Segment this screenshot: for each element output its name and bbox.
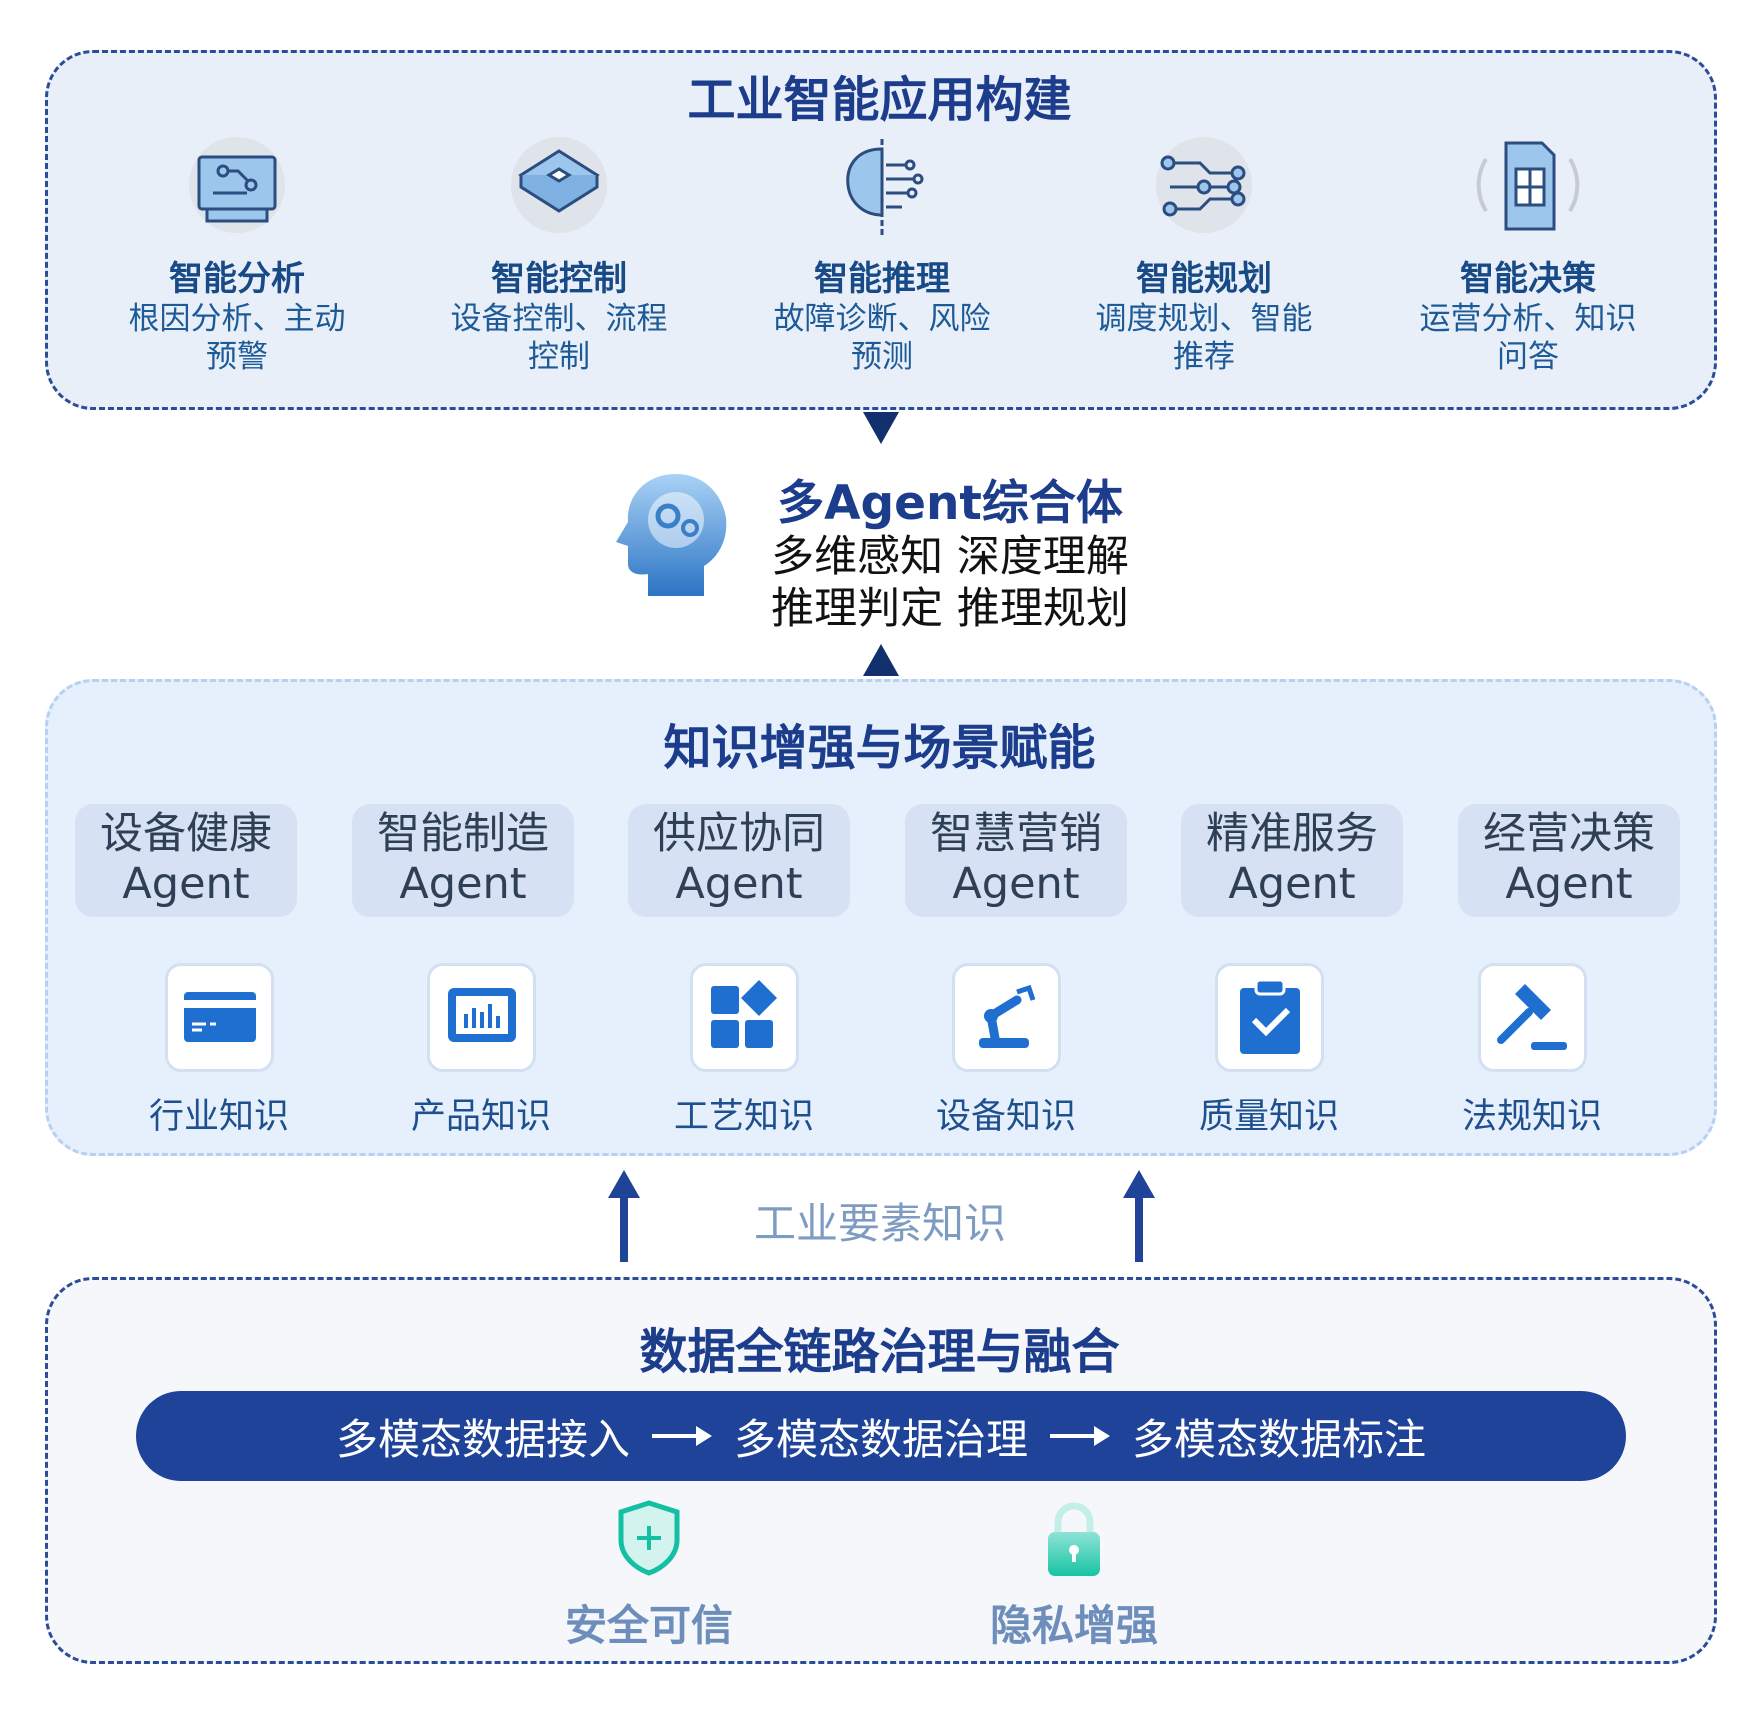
app-desc: 根因分析、主动	[128, 301, 346, 337]
data-governance-title: 数据全链路治理与融合	[639, 1324, 1120, 1380]
app-title: 智能决策	[1460, 259, 1596, 299]
app-item-reasoning: 智能推理故障诊断、风险预测	[742, 258, 1022, 376]
app-item-decision: 智能决策运营分析、知识问答	[1388, 258, 1668, 376]
data-pipeline-bar: 多模态数据接入 多模态数据治理 多模态数据标注	[136, 1391, 1626, 1481]
agent-name: 智慧营销	[930, 809, 1102, 859]
chart-icon	[427, 963, 536, 1072]
agent-name: 供应协同	[653, 809, 825, 859]
arrow-down-icon	[863, 412, 899, 444]
industrial-knowledge-label: 工业要素知识	[753, 1199, 1006, 1248]
app-desc: 问答	[1497, 339, 1559, 375]
agent-name: 设备健康	[100, 809, 272, 859]
app-desc: 调度规划、智能	[1095, 301, 1313, 337]
chip-icon	[511, 137, 607, 233]
agent-suffix: Agent	[675, 859, 803, 909]
robot-arm-icon	[952, 963, 1061, 1072]
multi-agent-line2: 推理判定 推理规划	[771, 584, 1129, 634]
agent-name: 经营决策	[1483, 809, 1655, 859]
knowledge-label: 行业知识	[148, 1097, 289, 1137]
knowledge-label: 法规知识	[1461, 1097, 1602, 1137]
shield-icon	[618, 1500, 680, 1576]
arrow-right-icon	[651, 1426, 712, 1446]
knowledge-label: 产品知识	[410, 1097, 551, 1137]
app-title: 智能规划	[1136, 259, 1272, 299]
privacy-enhanced-label: 隐私增强	[989, 1601, 1158, 1650]
sim-card-icon	[1476, 141, 1580, 231]
app-desc: 推荐	[1173, 339, 1235, 375]
intelligent-apps-title: 工业智能应用构建	[687, 72, 1072, 128]
app-desc: 预警	[206, 339, 268, 375]
ai-head-icon	[616, 474, 727, 596]
blocks-icon	[690, 963, 799, 1072]
app-desc: 预测	[851, 339, 913, 375]
app-title: 智能分析	[169, 259, 305, 299]
arrow-up-right-icon	[1123, 1170, 1155, 1262]
multi-agent-title: 多Agent综合体	[777, 476, 1123, 531]
knowledge-title: 知识增强与场景赋能	[663, 720, 1096, 776]
clipboard-check-icon	[1215, 963, 1324, 1072]
agent-suffix: Agent	[1505, 859, 1633, 909]
app-item-planning: 智能规划调度规划、智能推荐	[1064, 258, 1344, 376]
agent-name: 精准服务	[1206, 809, 1378, 859]
app-desc: 运营分析、知识	[1419, 301, 1637, 337]
agent-suffix: Agent	[399, 859, 527, 909]
agent-suffix: Agent	[122, 859, 250, 909]
brain-circuit-icon	[846, 139, 924, 235]
app-desc: 控制	[528, 339, 590, 375]
card-icon	[165, 963, 274, 1072]
app-desc: 设备控制、流程	[450, 301, 668, 337]
knowledge-label: 工艺知识	[673, 1097, 814, 1137]
arrow-right-icon	[1050, 1426, 1110, 1446]
app-title: 智能控制	[491, 259, 627, 299]
app-desc: 故障诊断、风险	[773, 301, 991, 337]
circuit-board-icon	[189, 137, 285, 233]
knowledge-label: 设备知识	[935, 1097, 1076, 1137]
agent-suffix: Agent	[1228, 859, 1356, 909]
knowledge-label: 质量知识	[1198, 1097, 1339, 1137]
pipeline-step: 多模态数据治理	[733, 1414, 1028, 1464]
arrow-up-left-icon	[608, 1170, 640, 1262]
secure-trusted-label: 安全可信	[564, 1601, 733, 1650]
agent-name: 智能制造	[377, 809, 549, 859]
gavel-icon	[1478, 963, 1587, 1072]
arrow-up-icon	[863, 644, 899, 676]
agent-suffix: Agent	[952, 859, 1080, 909]
app-item-analysis: 智能分析根因分析、主动预警	[97, 258, 377, 376]
lock-icon	[1048, 1502, 1100, 1576]
multi-agent-line1: 多维感知 深度理解	[771, 532, 1129, 582]
app-item-control: 智能控制设备控制、流程控制	[419, 258, 699, 376]
network-nodes-icon	[1156, 137, 1252, 233]
knowledge-panel	[45, 679, 1717, 1156]
pipeline-step: 多模态数据接入	[335, 1414, 630, 1464]
pipeline-step: 多模态数据标注	[1132, 1414, 1427, 1464]
app-title: 智能推理	[814, 259, 950, 299]
